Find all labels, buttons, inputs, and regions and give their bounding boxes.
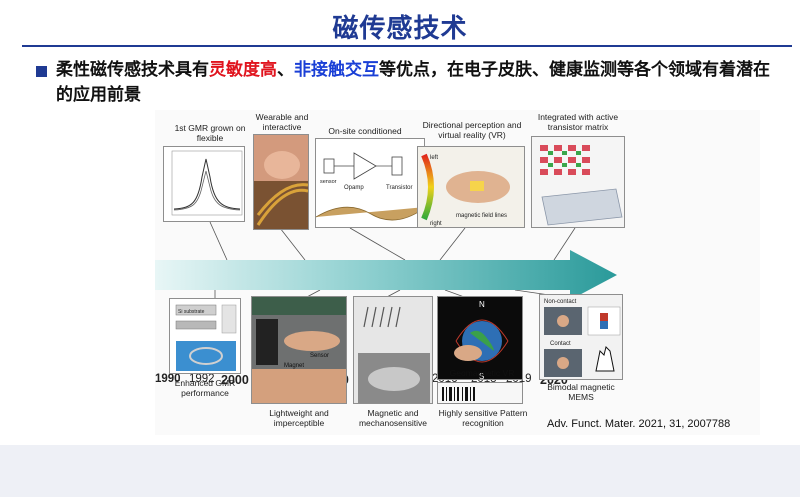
panel-lightweight: Sensor Magnet	[251, 296, 347, 404]
north-label: N	[479, 300, 485, 309]
opamp-label: Opamp	[344, 185, 364, 191]
right-label: right	[430, 221, 442, 227]
caption-integrated: Integrated with active transistor matrix	[537, 112, 619, 132]
caption-first-gmr: 1st GMR grown on flexible	[174, 123, 246, 143]
transistor-label: Transistor	[386, 185, 412, 191]
gmr-curve-chart	[171, 150, 243, 216]
panel-mechanosensitive	[353, 296, 433, 404]
year-1990: 1990	[155, 373, 181, 385]
non-contact-label: Non-contact	[544, 299, 577, 305]
panel-bimodal: Non-contact Contact	[539, 294, 623, 380]
wearable-hand-image	[254, 135, 308, 229]
contact-label: Contact	[550, 341, 571, 347]
lightweight-hand-image: Sensor Magnet	[252, 297, 346, 403]
panel-barcode	[437, 382, 523, 404]
caption-pattern: Highly sensitive Pattern recognition	[438, 408, 528, 428]
bimodal-mems-image: Non-contact Contact	[544, 299, 621, 377]
panel-enhanced-gmr: Si substrate	[169, 298, 241, 374]
slide-title: 磁传感技术	[332, 14, 468, 44]
directional-vr-image: left right magnetic field lines	[421, 153, 510, 227]
bullet-text: 柔性磁传感技术具有灵敏度高、非接触交互等优点，在电子皮肤、健康监测等各个领域有着…	[56, 58, 786, 108]
year-2000: 2000	[221, 373, 249, 387]
left-label: left	[430, 155, 438, 161]
bullet-highlight-contactless: 非接触交互	[294, 60, 379, 80]
bullet-part1: 柔性磁传感技术具有	[56, 60, 209, 80]
panel-onsite: Opamp Transistor sensor	[315, 138, 425, 228]
panel-integrated	[531, 136, 625, 228]
timeline-figure: 1st GMR grown on flexible Wearable and i…	[155, 110, 760, 435]
enhanced-gmr-image: Si substrate	[175, 304, 237, 371]
opamp-circuit-image: Opamp Transistor sensor	[316, 152, 424, 221]
magnet-label: Magnet	[284, 363, 304, 369]
panel-gmr-graph	[163, 146, 245, 222]
bullet-separator: 、	[277, 60, 294, 80]
south-label: S	[479, 372, 484, 380]
panel-geomagnetic: N S	[437, 296, 523, 380]
transistor-matrix-image	[540, 145, 623, 226]
title-divider	[22, 45, 792, 47]
year-1992: 1992	[189, 373, 215, 385]
caption-onsite: On-site conditioned	[328, 126, 402, 136]
sensor-label: sensor	[320, 179, 337, 185]
mechanosensitive-image	[358, 306, 430, 403]
panel-directional: left right magnetic field lines	[417, 146, 525, 228]
caption-enhanced: Enhanced GMR performance	[174, 378, 236, 398]
panel-wearable	[253, 134, 309, 230]
citation: Adv. Funct. Mater. 2021, 31, 2007788	[547, 418, 731, 430]
barcode-image	[442, 387, 475, 401]
caption-directional: Directional perception and virtual reali…	[422, 120, 522, 140]
caption-wearable: Wearable and interactive	[255, 112, 309, 132]
caption-mechanosensitive: Magnetic and mechanosensitive	[358, 408, 428, 428]
field-lines-label: magnetic field lines	[456, 213, 507, 219]
timeline-arrow	[155, 250, 617, 300]
caption-geomagnetic-vr: Geomagnetic VR	[449, 368, 515, 378]
bullet-square-icon	[36, 66, 47, 77]
caption-lightweight: Lightweight and imperceptible	[269, 408, 329, 428]
si-substrate-label: Si substrate	[178, 309, 205, 315]
bullet-part2: 等优点，在电子皮肤、健康监测等各个领域有着潜在的应用前景	[56, 60, 770, 105]
bullet-highlight-sensitivity: 灵敏度高	[209, 60, 277, 80]
geomagnetic-globe-image: N S	[454, 300, 509, 380]
caption-bimodal: Bimodal magnetic MEMS	[547, 382, 615, 402]
sensor2-label: Sensor	[310, 353, 329, 359]
